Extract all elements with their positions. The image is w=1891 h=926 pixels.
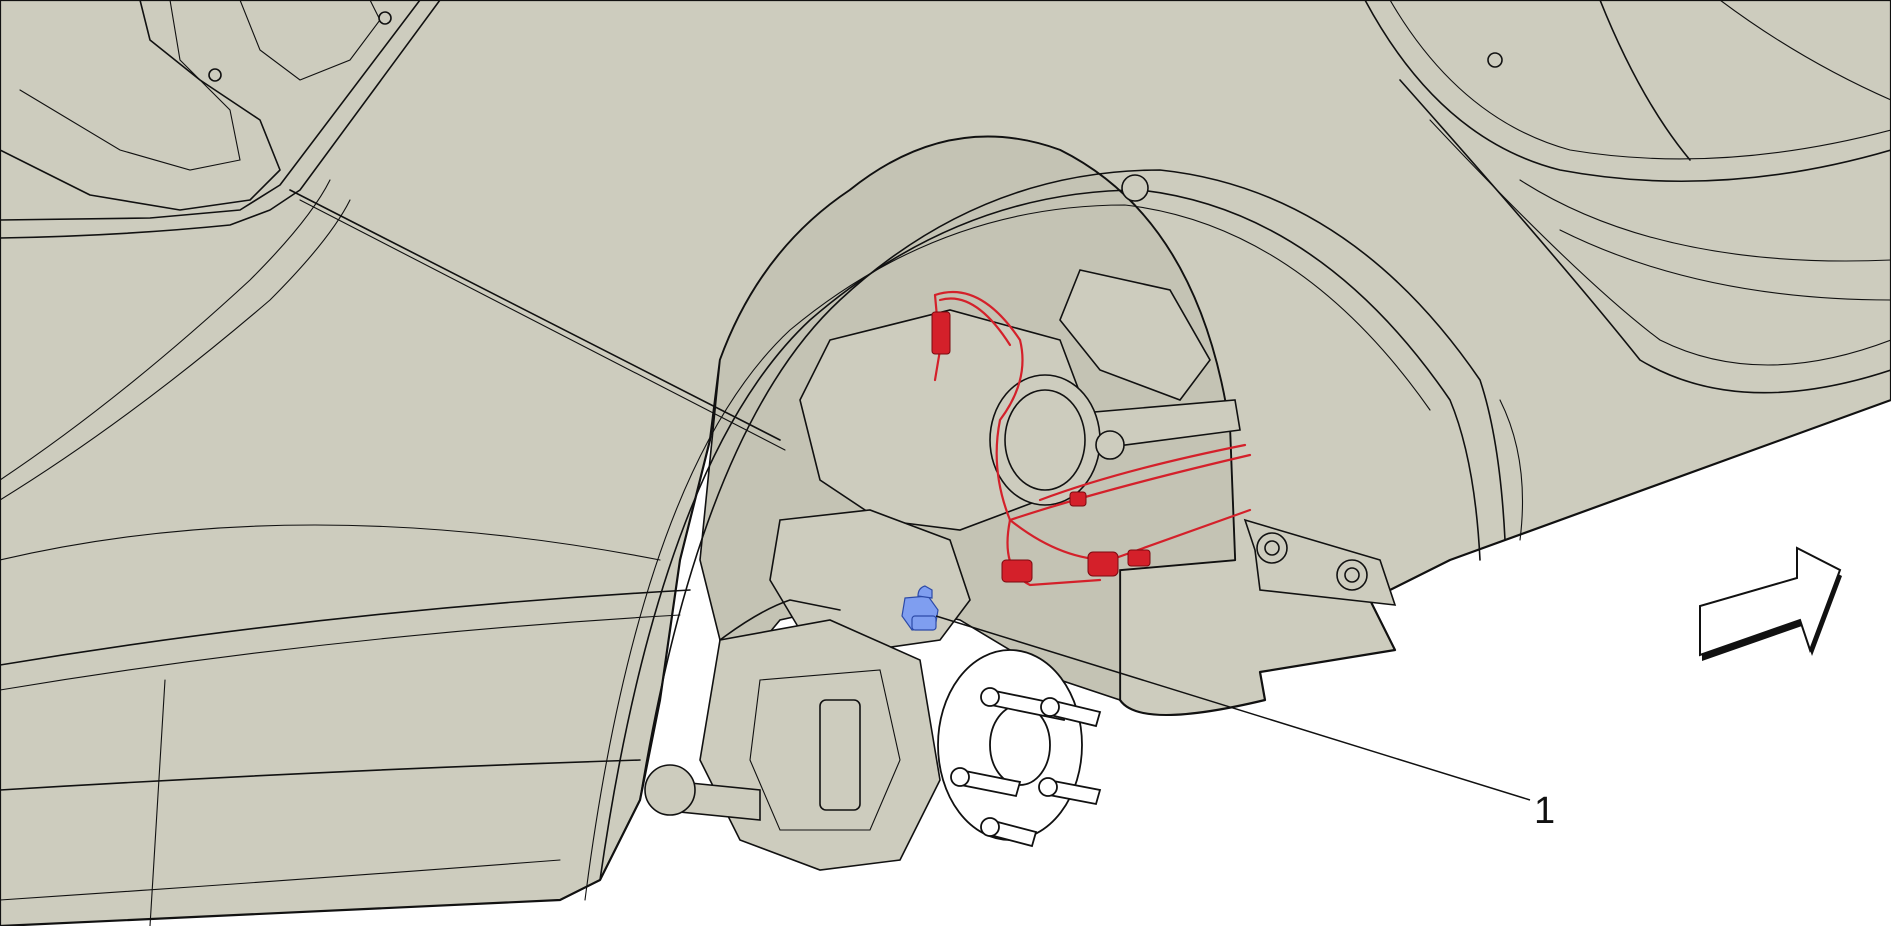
quarter-line-2 xyxy=(1429,119,1891,366)
quarter-line-3 xyxy=(1519,179,1891,262)
shield-bolt xyxy=(1344,567,1360,583)
rocker-line xyxy=(0,759,641,791)
roof-panel-line-3 xyxy=(1599,0,1691,161)
trunk-bracket xyxy=(0,0,281,211)
callout-leader-line xyxy=(935,615,1531,801)
body-sill-line-2 xyxy=(0,614,681,691)
body-crease-3 xyxy=(0,179,331,481)
body-sill-line-3 xyxy=(0,524,661,561)
fender-edge-outer xyxy=(639,169,1506,801)
trailing-arm xyxy=(1059,269,1211,401)
body-crease-1 xyxy=(0,0,441,239)
body-crease-2 xyxy=(0,0,421,221)
body-crease-4 xyxy=(0,199,351,501)
hub-pilot xyxy=(989,704,1051,786)
fender-edge-inner xyxy=(599,189,1481,881)
lower-vertical xyxy=(149,679,166,926)
roof-panel-line-2 xyxy=(1389,0,1891,160)
roof-panel-line-1 xyxy=(1364,0,1891,183)
rocker-line-2 xyxy=(0,859,561,901)
parking-cable xyxy=(719,599,841,641)
quarter-line-5 xyxy=(1499,399,1524,541)
arrow-forward-icon xyxy=(1699,546,1842,661)
quarter-line-1 xyxy=(1399,79,1891,394)
bolt-head xyxy=(1487,52,1503,68)
brake-pad xyxy=(819,699,861,811)
body-diagonal-2 xyxy=(299,199,786,451)
quarter-line-4 xyxy=(1559,229,1891,301)
bolt-head xyxy=(208,68,222,82)
trunk-bracket-2 xyxy=(19,0,241,171)
bolt-head xyxy=(378,11,392,25)
hub-bearing-inner xyxy=(1004,389,1086,491)
caliper-detail xyxy=(749,669,901,831)
shield-bolt xyxy=(1264,540,1280,556)
body-diagonal xyxy=(289,189,781,441)
bolt-head xyxy=(1121,174,1149,202)
roof-panel-line-4 xyxy=(1719,0,1891,101)
wheel-speed-sensor-connector xyxy=(901,585,939,631)
body-sill-line xyxy=(0,589,691,666)
wheel-studs xyxy=(950,687,1102,848)
fender-edge-third xyxy=(584,204,1431,901)
sensor-harness xyxy=(931,290,1252,587)
callout-label: 1 xyxy=(1534,790,1555,832)
knuckle-bolt xyxy=(1095,430,1125,460)
caliper-pin-end xyxy=(644,764,696,816)
